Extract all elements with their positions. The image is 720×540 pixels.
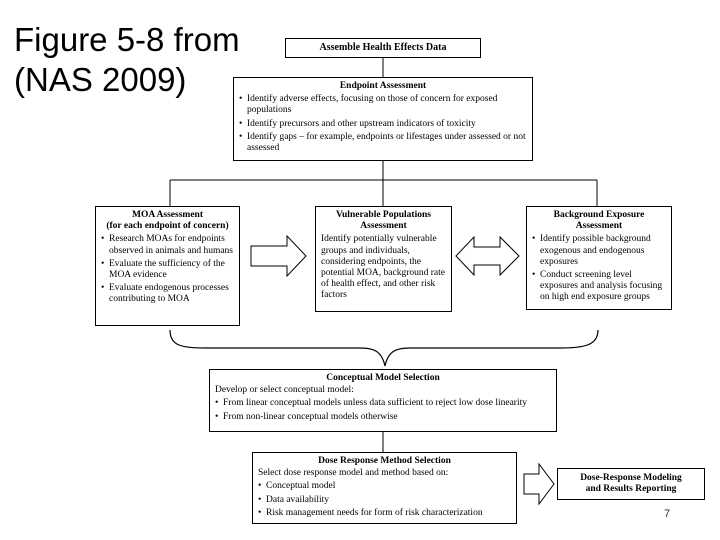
moa-item: Research MOAs for endpoints observed in … <box>101 234 234 256</box>
endpoint-title: Endpoint Assessment <box>339 81 427 91</box>
moa-title: MOA Assessment <box>132 210 203 220</box>
moa-item: Evaluate the sufficiency of the MOA evid… <box>101 259 234 281</box>
moa-item: Evaluate endogenous processes contributi… <box>101 283 234 305</box>
background-item: Identify possible background exogenous a… <box>532 234 666 268</box>
dose-response-list: Conceptual model Data availability Risk … <box>258 481 511 519</box>
conceptual-item: From linear conceptual models unless dat… <box>215 398 551 409</box>
dose-response-item: Risk management needs for form of risk c… <box>258 508 511 519</box>
curly-brace <box>169 329 599 367</box>
endpoint-item: Identify adverse effects, focusing on th… <box>239 94 527 116</box>
dose-response-item: Data availability <box>258 495 511 506</box>
conceptual-box: Conceptual Model Selection Develop or se… <box>209 369 557 432</box>
conceptual-intro: Develop or select conceptual model: <box>215 385 354 396</box>
conceptual-item: From non-linear conceptual models otherw… <box>215 412 551 423</box>
endpoint-item: Identify gaps – for example, endpoints o… <box>239 132 527 154</box>
block-arrow-to-modeling <box>523 462 555 506</box>
endpoint-item: Identify precursors and other upstream i… <box>239 119 527 130</box>
moa-box: MOA Assessment (for each endpoint of con… <box>95 206 240 326</box>
moa-subtitle: (for each endpoint of concern) <box>106 221 229 232</box>
vulnerable-title: Vulnerable Populations Assessment <box>336 210 431 232</box>
assemble-box: Assemble Health Effects Data <box>285 38 481 58</box>
background-box: Background Exposure Assessment Identify … <box>526 206 672 310</box>
block-arrow-double <box>455 235 520 277</box>
modeling-box: Dose-Response Modeling and Results Repor… <box>557 468 705 500</box>
slide-title-line2: (NAS 2009) <box>14 61 187 98</box>
conceptual-list: From linear conceptual models unless dat… <box>215 398 551 423</box>
conceptual-title: Conceptual Model Selection <box>326 373 440 383</box>
dose-response-item: Conceptual model <box>258 481 511 492</box>
background-title: Background Exposure Assessment <box>553 210 645 232</box>
endpoint-list: Identify adverse effects, focusing on th… <box>239 94 527 154</box>
modeling-title-line2: and Results Reporting <box>585 484 677 494</box>
dose-response-box: Dose Response Method Selection Select do… <box>252 452 517 524</box>
background-item: Conduct screening level exposures and an… <box>532 270 666 304</box>
block-arrow-right <box>250 234 307 278</box>
dose-response-intro: Select dose response model and method ba… <box>258 468 449 479</box>
slide-title: Figure 5-8 from (NAS 2009) <box>14 20 264 100</box>
page-number: 7 <box>664 508 671 520</box>
vulnerable-text: Identify potentially vulnerable groups a… <box>321 234 445 301</box>
assemble-title: Assemble Health Effects Data <box>319 42 447 54</box>
dose-response-title: Dose Response Method Selection <box>318 456 451 466</box>
moa-list: Research MOAs for endpoints observed in … <box>101 234 234 305</box>
endpoint-box: Endpoint Assessment Identify adverse eff… <box>233 77 533 161</box>
background-list: Identify possible background exogenous a… <box>532 234 666 303</box>
modeling-title-line1: Dose-Response Modeling <box>580 472 682 483</box>
vulnerable-box: Vulnerable Populations Assessment Identi… <box>315 206 452 312</box>
slide-title-line1: Figure 5-8 from <box>14 21 240 58</box>
